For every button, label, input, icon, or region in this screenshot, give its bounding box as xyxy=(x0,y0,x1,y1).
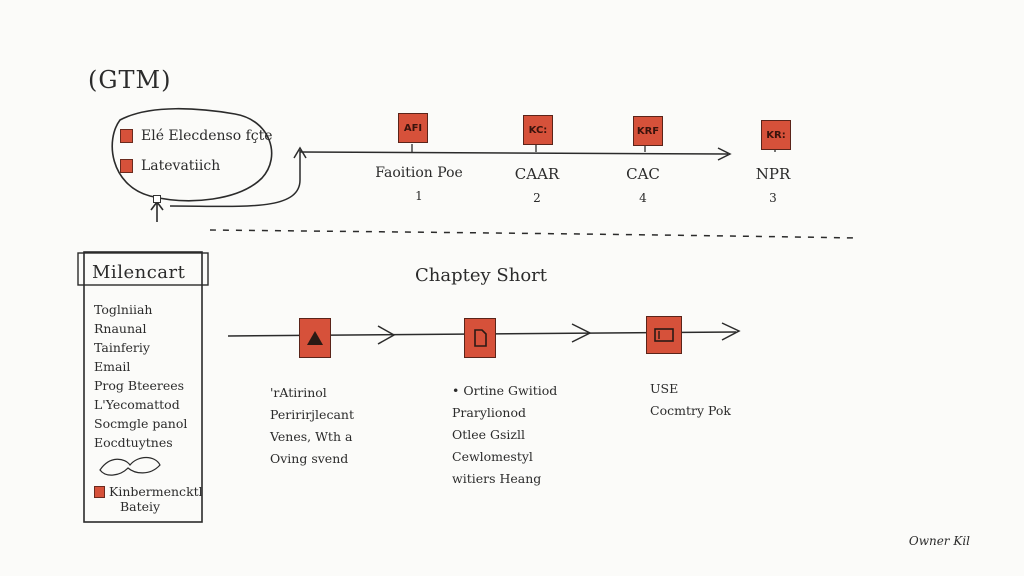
metric-icon: KRF xyxy=(633,116,663,146)
red-square-icon xyxy=(120,129,133,143)
stage-line: • Ortine Gwitiod xyxy=(452,383,558,398)
up-arrow xyxy=(150,200,164,222)
stage-line: USE xyxy=(650,381,679,396)
panel-title-frame xyxy=(77,252,209,286)
connector-arrowhead xyxy=(293,146,307,159)
stage-text: 'rAtirinol Peririrjlecant Venes, Wth a O… xyxy=(270,382,354,470)
red-square-icon xyxy=(94,485,105,498)
stage-text: • Ortine Gwitiod Prarylionod Otlee Gsizl… xyxy=(452,380,557,490)
panel-bottom-label: Bateiy xyxy=(120,499,161,514)
leaf-doodle xyxy=(99,456,161,476)
metrics-arrowhead xyxy=(717,147,732,161)
dashed-divider xyxy=(209,229,859,239)
card-icon xyxy=(646,316,682,354)
chart-arrow-3 xyxy=(721,322,741,341)
chart-arrow-1 xyxy=(377,325,396,345)
stage-line: Oving svend xyxy=(270,451,349,466)
list-item: Prog Bteerees xyxy=(94,378,185,393)
panel-title: Milencart xyxy=(92,262,186,283)
list-item: Toglniiah xyxy=(94,302,153,317)
metric-label: CAC xyxy=(626,165,660,183)
cloud-item: Elé Elecdenso fçte xyxy=(120,128,273,144)
metrics-timeline xyxy=(299,151,729,155)
stage-line: Cocmtry Pok xyxy=(650,403,731,418)
metric: NPR 3 xyxy=(718,165,828,205)
metric-label: CAAR xyxy=(514,165,560,183)
connector-curve xyxy=(169,150,301,208)
panel-outline xyxy=(83,251,203,523)
metric: CAC 4 xyxy=(588,165,698,205)
document-icon xyxy=(464,318,496,358)
metric: Faoition Poe 1 xyxy=(364,165,474,203)
stage-line: witiers Heang xyxy=(452,471,542,486)
stage-line: Otlee Gsizll xyxy=(452,427,526,442)
metric-number: 3 xyxy=(769,191,777,205)
cloud-item-label: Latevatiich xyxy=(141,158,221,174)
panel-bottom-item: Kinbermencktl xyxy=(94,484,203,499)
stage-line: Prarylionod xyxy=(452,405,526,420)
cloud-item-label: Elé Elecdenso fçte xyxy=(141,128,273,144)
small-box-icon xyxy=(153,195,161,203)
metric-icon: AFI xyxy=(398,113,428,143)
triangle-icon xyxy=(299,318,331,358)
metric-number: 1 xyxy=(415,189,423,203)
stage-line: Cewlomestyl xyxy=(452,449,533,464)
list-item: Rnaunal xyxy=(94,321,147,336)
metric-number: 2 xyxy=(533,191,541,205)
metric-label: NPR xyxy=(755,165,791,183)
chart-arrow-2 xyxy=(571,323,592,343)
chart-title: Chaptey Short xyxy=(415,265,547,286)
list-item: Email xyxy=(94,359,131,374)
owner-signature: Owner Kil xyxy=(908,533,970,548)
list-item: Tainferiy xyxy=(94,340,150,355)
panel-bottom: Kinbermencktl Bateiy xyxy=(94,484,203,514)
metric-label: Faoition Poe xyxy=(375,165,463,181)
list-item: Socmgle panol xyxy=(94,416,188,431)
cloud-item: Latevatiich xyxy=(120,158,220,174)
gtm-title: (GTM) xyxy=(88,66,172,94)
metric-number: 4 xyxy=(639,191,647,205)
stage-line: Venes, Wth a xyxy=(270,429,353,444)
metric: CAAR 2 xyxy=(482,165,592,205)
cloud-outline xyxy=(111,107,273,202)
stage-text: USE Cocmtry Pok xyxy=(650,378,731,422)
list-item: L'Yecomattod xyxy=(94,397,180,412)
panel-list: Toglniiah Rnaunal Tainferiy Email Prog B… xyxy=(94,300,187,452)
list-item: Eocdtuytnes xyxy=(94,435,173,450)
stage-line: 'rAtirinol xyxy=(270,385,327,400)
red-square-icon xyxy=(120,159,133,173)
metric-icon: KR: xyxy=(761,120,791,150)
stage-line: Peririrjlecant xyxy=(270,407,354,422)
panel-bottom-label: Kinbermencktl xyxy=(109,484,203,499)
metric-icon: KC: xyxy=(523,115,553,145)
